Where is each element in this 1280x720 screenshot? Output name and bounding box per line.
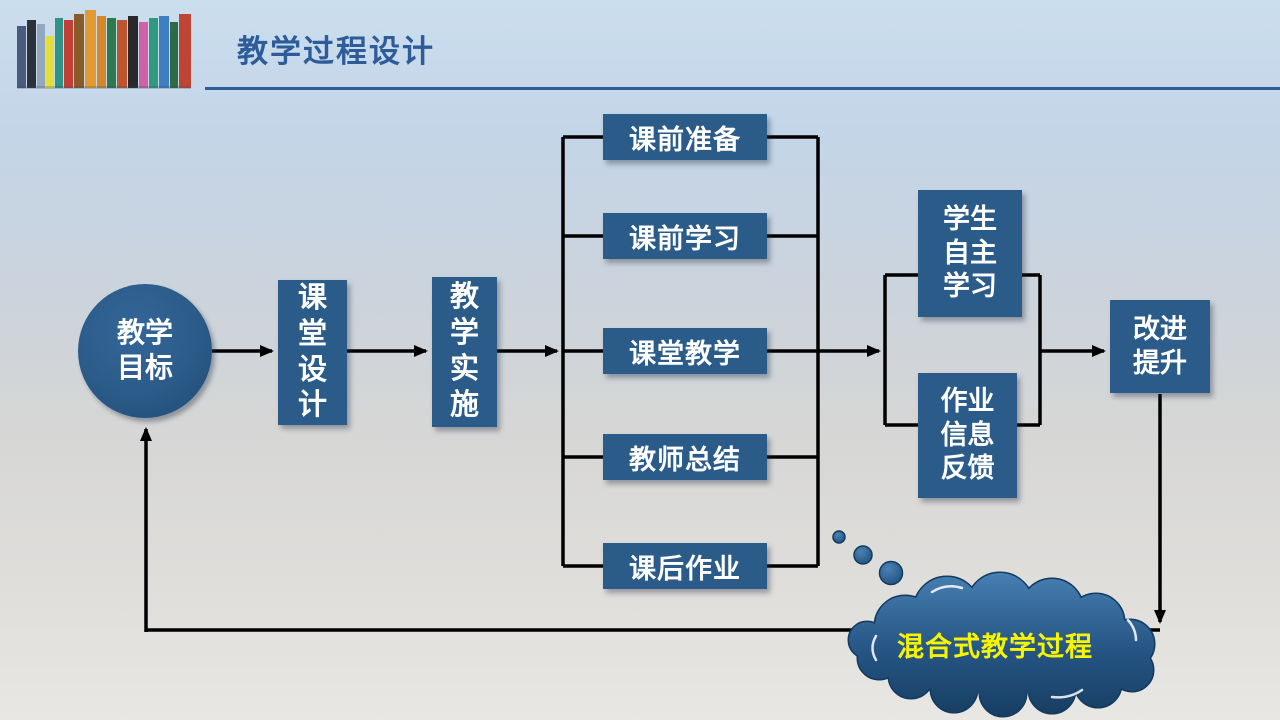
node-stage-homework: 课后作业 <box>603 543 767 589</box>
thought-dots <box>832 530 904 586</box>
outcome-bracket <box>883 273 1042 427</box>
cloud-highlights <box>871 584 1138 699</box>
stage-label: 课后作业 <box>629 553 741 584</box>
node-student-self-learning: 学生自主学习 <box>918 190 1022 317</box>
outcome-label: 学生自主学习 <box>943 204 997 302</box>
node-class-design-label: 课堂设计 <box>297 281 327 422</box>
node-stage-pre-class-preparation: 课前准备 <box>603 114 767 160</box>
cloud-callout: 混合式教学过程 <box>847 571 1156 718</box>
books-stack-image <box>17 10 191 89</box>
node-stage-pre-class-learning: 课前学习 <box>603 213 767 259</box>
title-underline <box>205 87 1280 90</box>
cloud-label: 混合式教学过程 <box>897 631 1093 662</box>
node-teaching-implementation-label: 教学实施 <box>449 281 479 421</box>
node-improve: 改进提升 <box>1110 300 1210 393</box>
node-stage-classroom-teaching: 课堂教学 <box>603 328 767 374</box>
stage-label: 教师总结 <box>629 444 741 475</box>
node-class-design: 课堂设计 <box>278 280 347 425</box>
stage-label: 课前学习 <box>629 223 741 254</box>
stage-bracket <box>561 135 820 568</box>
outcome-label: 作业信息反馈 <box>940 386 995 484</box>
node-teaching-goal-label: 教学目标 <box>116 317 173 383</box>
node-homework-feedback: 作业信息反馈 <box>918 373 1017 498</box>
page-title: 教学过程设计 <box>237 34 435 69</box>
node-improve-label: 改进提升 <box>1133 314 1187 378</box>
node-teaching-goal: 教学目标 <box>78 284 212 418</box>
stage-label: 课堂教学 <box>629 338 741 369</box>
node-teaching-implementation: 教学实施 <box>432 277 497 427</box>
stage-label: 课前准备 <box>629 124 741 155</box>
node-stage-teacher-summary: 教师总结 <box>603 434 767 480</box>
